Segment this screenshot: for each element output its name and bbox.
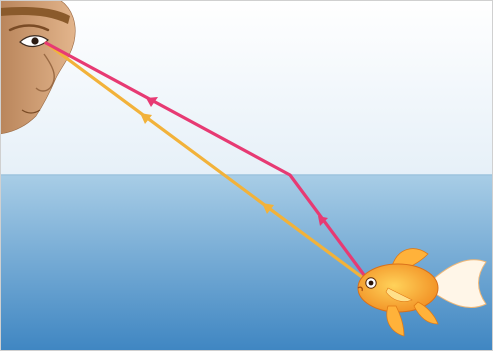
water-region [0, 175, 493, 351]
pupil [31, 37, 38, 44]
fish-pupil [369, 281, 374, 286]
